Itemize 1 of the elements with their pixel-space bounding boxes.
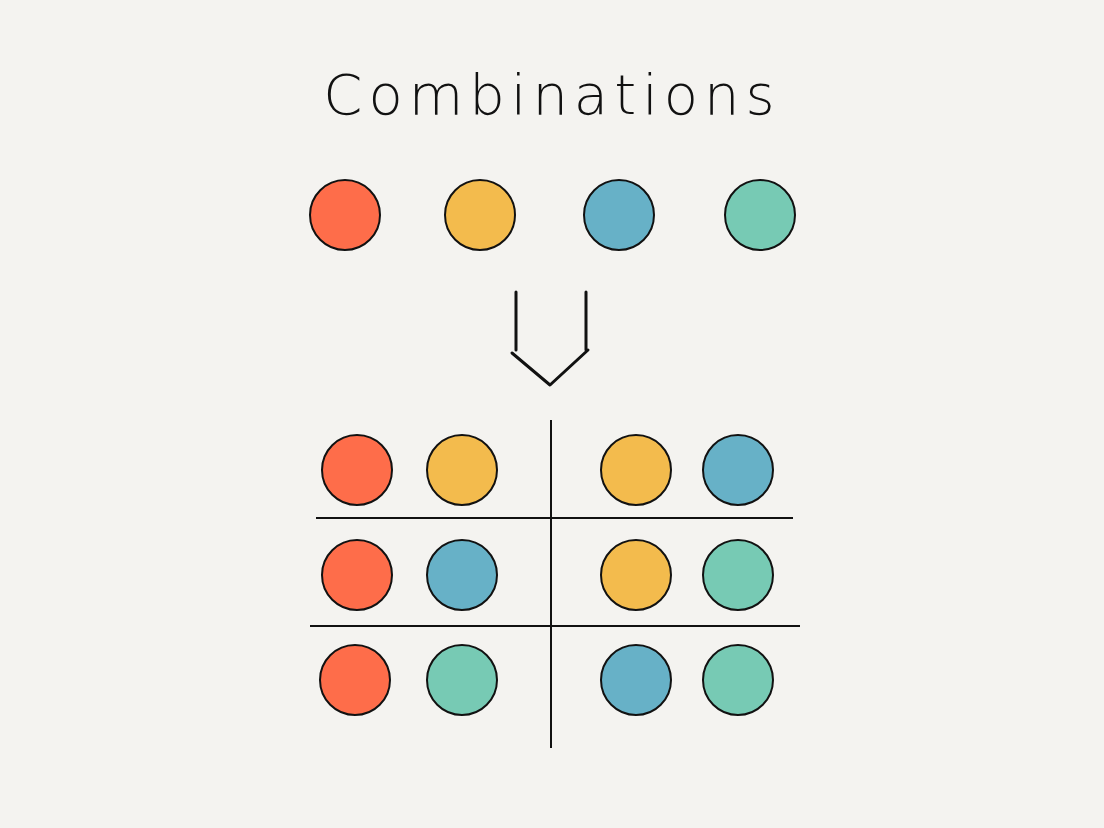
title: Combinations [323,62,781,127]
